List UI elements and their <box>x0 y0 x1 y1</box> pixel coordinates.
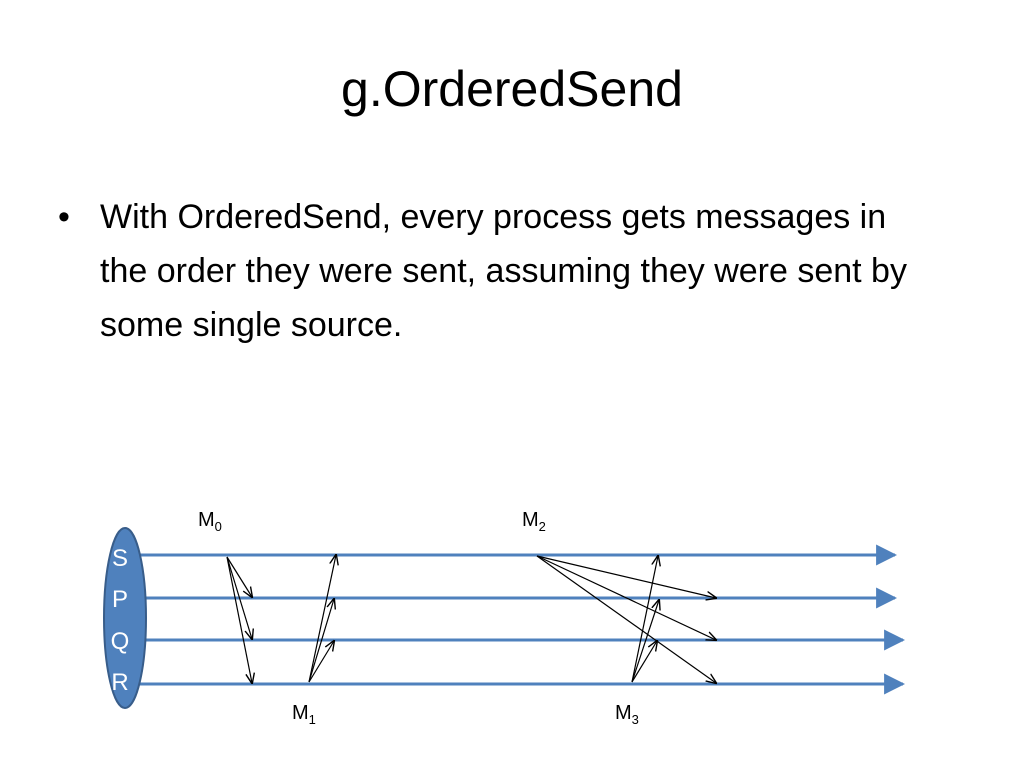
message-m1-arrows <box>308 555 336 683</box>
process-group-oval <box>103 527 147 709</box>
process-label-p: P <box>112 586 128 613</box>
message-m0-arrows <box>226 556 252 683</box>
slide-title: g.OrderedSend <box>341 61 683 117</box>
bullet-dot: • <box>58 198 70 236</box>
message-label-m1: M1 <box>292 702 316 727</box>
message-label-m0: M0 <box>198 509 222 534</box>
process-label-s: S <box>112 545 128 572</box>
message-m3-arrows <box>631 556 659 683</box>
bullet-text: With OrderedSend, every process gets mes… <box>100 198 907 344</box>
message-m2-arrows <box>536 555 716 683</box>
process-label-r: R <box>111 669 128 696</box>
message-label-m2: M2 <box>522 509 546 534</box>
bullet-item: • With OrderedSend, every process gets m… <box>58 190 918 352</box>
process-label-q: Q <box>111 628 130 655</box>
message-label-m3: M3 <box>615 702 639 727</box>
